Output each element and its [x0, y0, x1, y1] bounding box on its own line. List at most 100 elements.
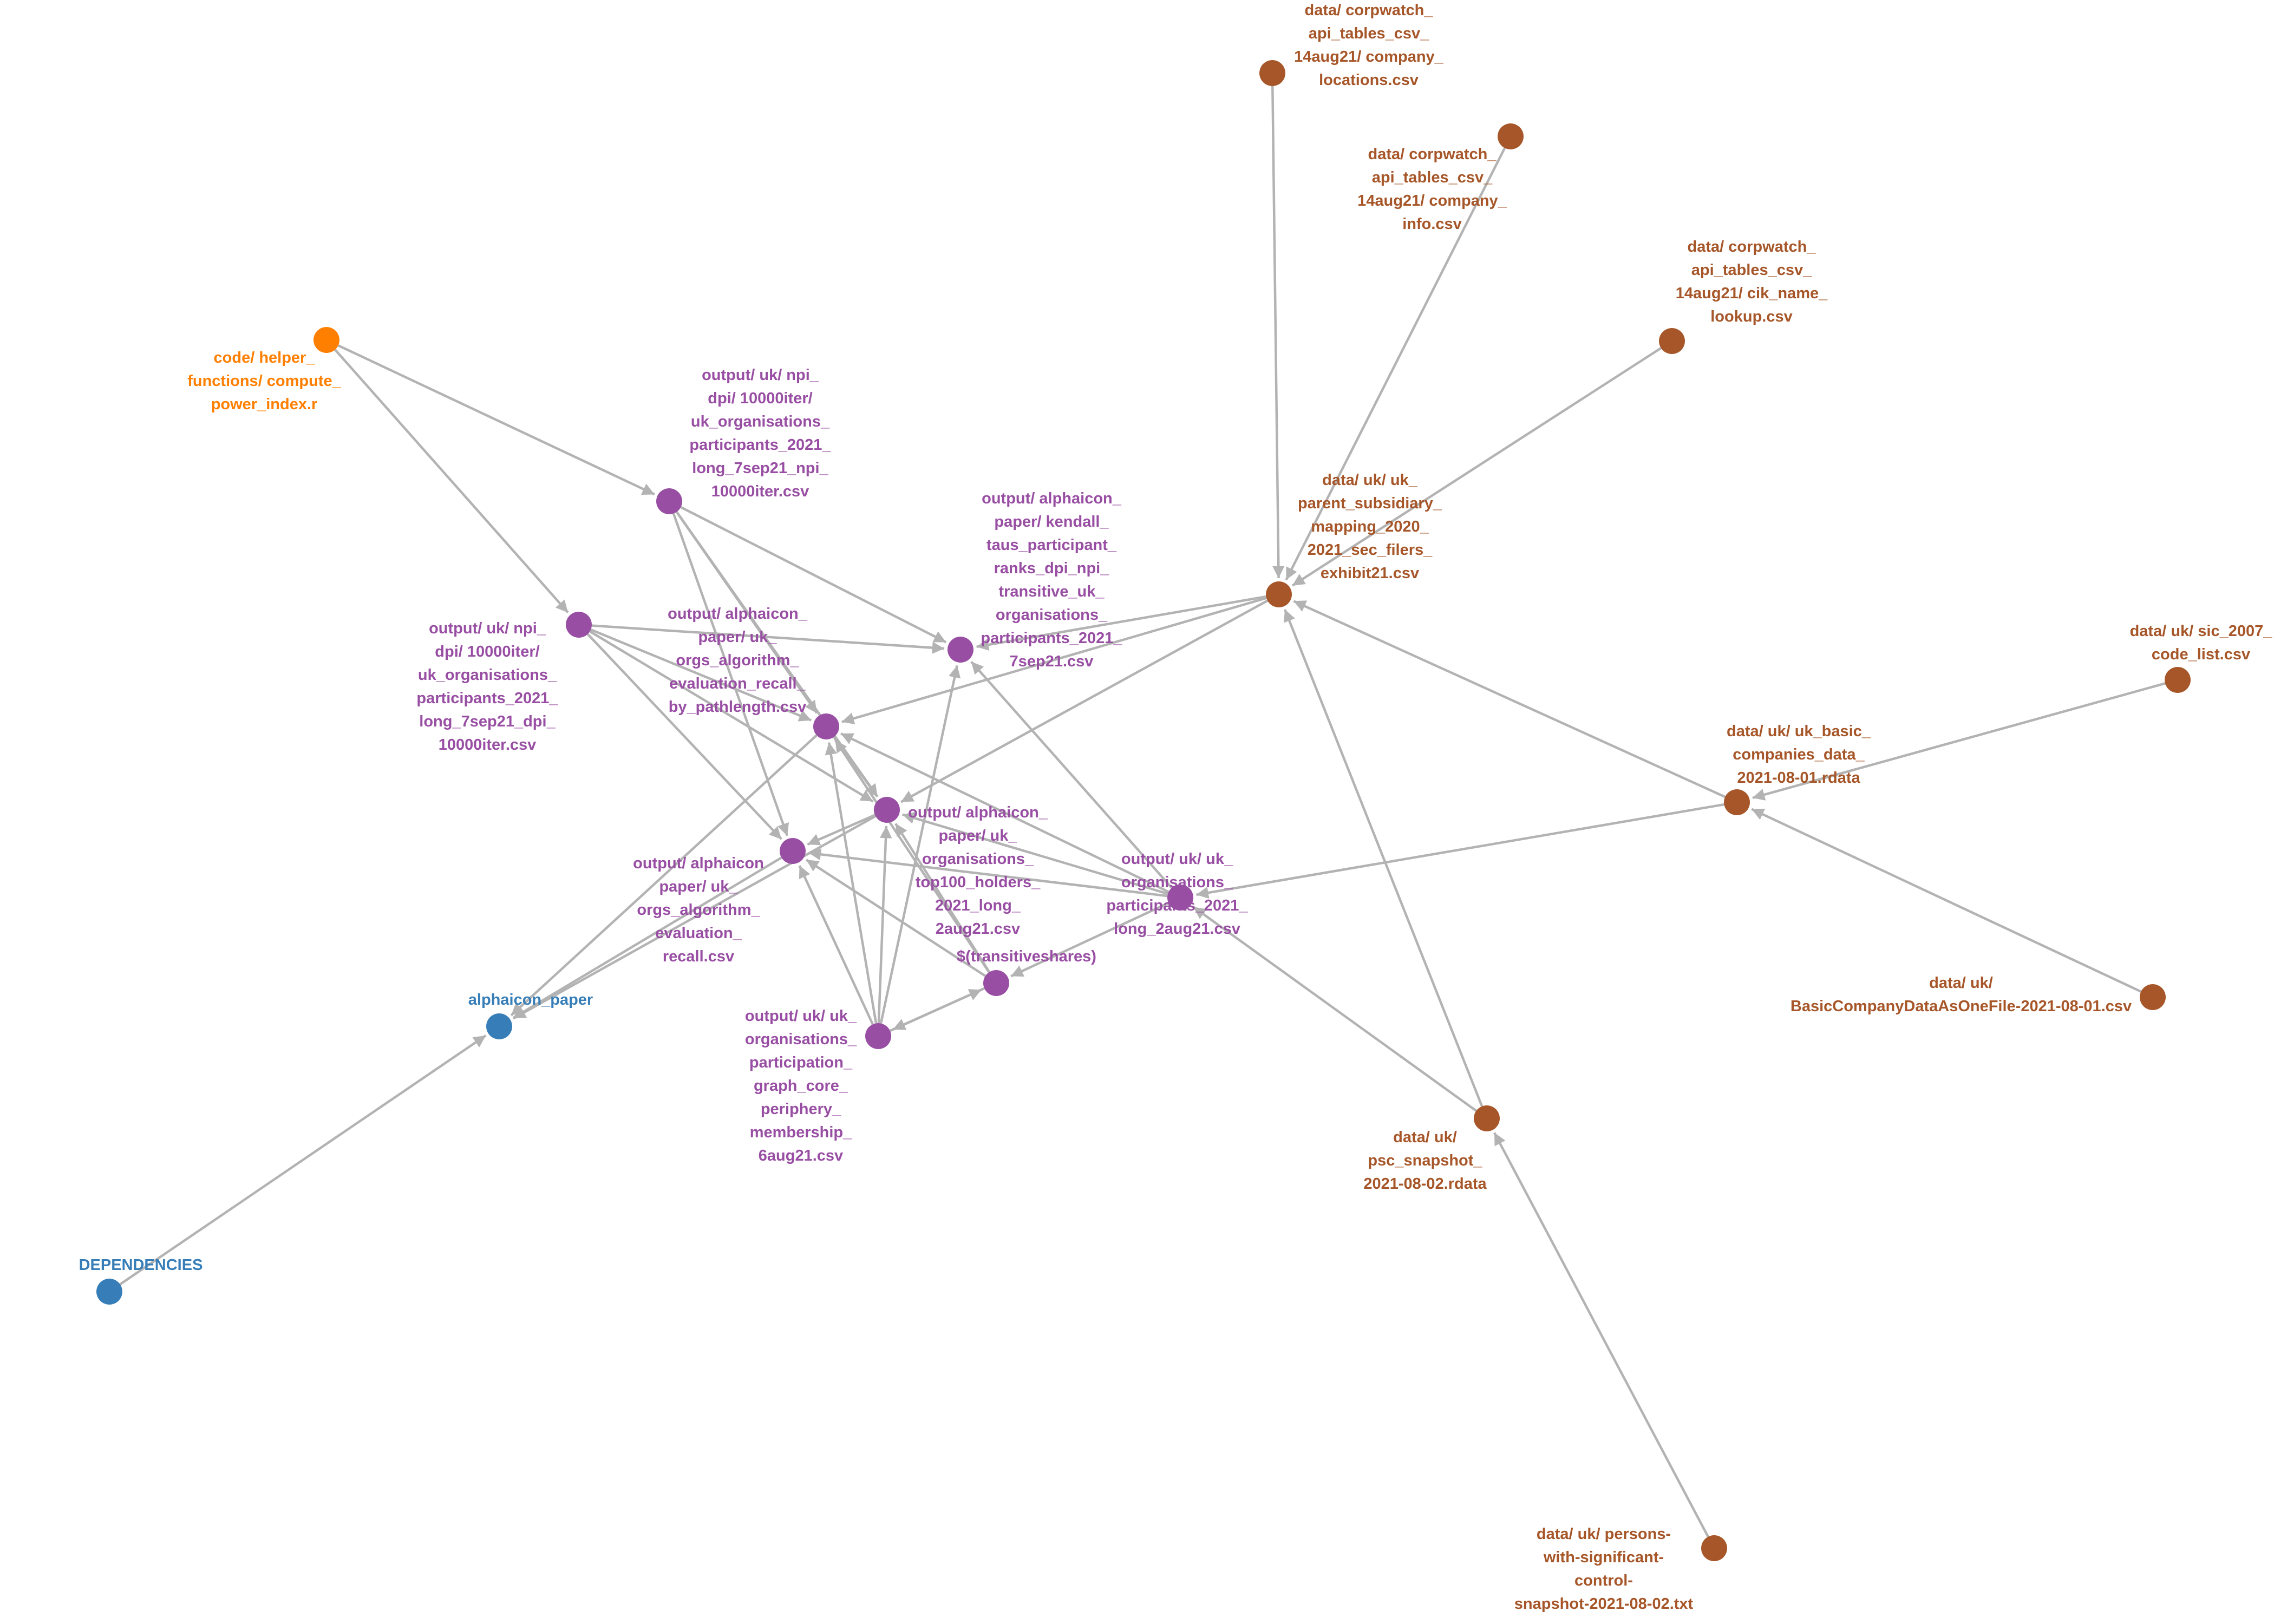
node-label-kendall: output/ alphaicon_paper/ kendall_taus_pa… — [981, 490, 1122, 670]
edge-parent_subsidiary-to-kendall — [976, 595, 1266, 651]
node-label-line: periphery_ — [761, 1101, 841, 1118]
edge-dpi_csv-to-recall_pathlength — [590, 628, 812, 722]
node-label-line: participants_2021_ — [981, 630, 1122, 647]
node-participants[interactable] — [1167, 885, 1193, 911]
node-label-line: output/ alphaicon_ — [668, 605, 808, 623]
node-label-core-periphery: output/ uk/ uk_organisations_participati… — [745, 1007, 857, 1164]
node-recall[interactable] — [780, 838, 806, 864]
node-label-line: data/ corpwatch_ — [1688, 238, 1816, 256]
node-company-info[interactable] — [1498, 123, 1524, 149]
node-label-line: output/ alphaicon_ — [908, 804, 1048, 821]
node-dpi-csv[interactable] — [566, 612, 592, 638]
node-label-line: 6aug21.csv — [759, 1147, 843, 1164]
node-alphaicon-paper[interactable] — [486, 1013, 512, 1039]
node-kendall[interactable] — [948, 637, 973, 663]
node-layer — [96, 60, 2191, 1561]
node-label-line: 2021_sec_filers_ — [1308, 541, 1433, 559]
node-npi-csv[interactable] — [656, 488, 682, 514]
node-top100[interactable] — [874, 797, 900, 823]
node-cik-name-lookup[interactable] — [1659, 328, 1685, 354]
node-label-line: data/ uk/ uk_basic_ — [1727, 723, 1871, 740]
node-company-locations[interactable] — [1259, 60, 1285, 86]
edge-recall-to-alphaicon_paper — [512, 856, 782, 1019]
node-label-line: taus_participant_ — [986, 536, 1117, 554]
node-parent-subsidiary[interactable] — [1266, 581, 1292, 607]
node-label-line: api_tables_csv_ — [1372, 169, 1493, 186]
node-label-line: data/ uk/ persons- — [1537, 1525, 1671, 1543]
node-label-line: dpi/ 10000iter/ — [435, 643, 539, 660]
node-uk-basic[interactable] — [1724, 789, 1750, 815]
node-label-line: 10000iter.csv — [711, 483, 809, 500]
node-label-line: 2aug21.csv — [936, 920, 1020, 938]
node-label-line: parent_subsidiary_ — [1298, 495, 1442, 512]
edge-transitiveshares-to-core_periphery — [892, 987, 985, 1031]
node-basic-company-file[interactable] — [2140, 984, 2166, 1010]
node-label-line: api_tables_csv_ — [1309, 25, 1429, 42]
node-label-line: DEPENDENCIES — [79, 1256, 203, 1274]
node-label-line: paper/ uk_ — [698, 628, 777, 646]
node-label-line: output/ uk/ npi_ — [429, 620, 546, 637]
edge-dpi_csv-to-kendall — [591, 624, 945, 654]
node-label-line: output/ uk/ npi_ — [702, 366, 819, 384]
node-dependencies[interactable] — [96, 1279, 122, 1305]
node-label-line: participants_2021_ — [689, 436, 831, 454]
edge-participants-to-top100 — [902, 812, 1168, 895]
node-label-line: evaluation_recall_ — [669, 675, 806, 692]
edge-compute_power-to-dpi_csv — [334, 349, 569, 613]
node-label-line: by_pathlength.csv — [669, 698, 807, 716]
edge-psc_txt-to-psc_snapshot — [1493, 1132, 1709, 1537]
node-label-line: api_tables_csv_ — [1691, 261, 1812, 279]
node-compute-power[interactable] — [313, 327, 339, 353]
node-transitiveshares[interactable] — [983, 970, 1009, 996]
node-label-line: output/ uk/ uk_ — [745, 1007, 857, 1025]
edge-participants-to-kendall — [970, 660, 1173, 889]
edge-parent_subsidiary-to-recall_pathlength — [841, 597, 1267, 725]
node-label-line: data/ uk/ — [1393, 1129, 1457, 1146]
node-psc-snapshot[interactable] — [1474, 1105, 1500, 1131]
edge-psc_snapshot-to-parent_subsidiary — [1283, 609, 1484, 1107]
edge-dependencies-to-alphaicon_paper — [119, 1034, 487, 1286]
edge-npi_csv-to-kendall — [680, 506, 947, 644]
node-label-line: 2021-08-02.rdata — [1363, 1175, 1487, 1193]
node-label-line: 2021-08-01.rdata — [1737, 769, 1860, 787]
edge-transitiveshares-to-recall_pathlength — [834, 739, 990, 973]
node-sic-2007[interactable] — [2165, 667, 2191, 693]
node-label-line: membership_ — [750, 1124, 852, 1141]
node-core-periphery[interactable] — [865, 1023, 891, 1049]
node-label-line: participants_2021_ — [416, 690, 558, 707]
edge-dpi_csv-to-top100 — [589, 630, 874, 803]
node-label-line: orgs_algorithm_ — [676, 652, 799, 669]
edge-core_periphery-to-top100 — [877, 826, 892, 1024]
edge-recall_pathlength-to-alphaicon_paper — [510, 734, 818, 1017]
node-label-line: mapping_2020_ — [1311, 518, 1429, 535]
edge-npi_csv-to-recall — [672, 513, 789, 836]
node-label-line: long_7sep21_npi_ — [692, 460, 828, 477]
node-label-top100: output/ alphaicon_ paper/ uk_ organisation… — [908, 804, 1048, 938]
node-label-line: with-significant- — [1543, 1549, 1664, 1566]
node-label-cik-name-lookup: data/ corpwatch_api_tables_csv_14aug21/ … — [1676, 238, 1828, 325]
node-label-line: top100_holders_ — [916, 874, 1041, 891]
node-label-line: exhibit21.csv — [1321, 565, 1419, 582]
node-label-line: evaluation_ — [655, 925, 742, 942]
node-label-line: participants_2021_ — [1106, 897, 1248, 914]
node-label-line: data/ uk/ — [1929, 974, 1993, 992]
node-recall-pathlength[interactable] — [813, 713, 839, 739]
node-label-line: 14aug21/ company_ — [1294, 48, 1443, 66]
node-psc-txt[interactable] — [1701, 1535, 1727, 1561]
node-label-line: paper/ kendall_ — [994, 513, 1109, 531]
node-label-line: data/ corpwatch_ — [1368, 146, 1497, 163]
node-label-line: organisations_ — [922, 850, 1034, 868]
edge-participants-to-recall_pathlength — [840, 732, 1169, 893]
node-label-line: long_2aug21.csv — [1114, 920, 1240, 938]
node-label-line: graph_core_ — [754, 1077, 848, 1095]
node-label-line: lookup.csv — [1710, 308, 1793, 325]
node-label-line: locations.csv — [1319, 71, 1419, 89]
edge-top100-to-alphaicon_paper — [513, 815, 877, 1020]
edge-transitiveshares-to-recall — [805, 859, 986, 977]
node-label-line: paper/ uk_ — [938, 827, 1017, 844]
edge-participants-to-transitiveshares — [1010, 902, 1169, 978]
edge-participants-to-recall — [808, 848, 1168, 898]
edge-basic_company_file-to-uk_basic — [1751, 808, 2142, 993]
